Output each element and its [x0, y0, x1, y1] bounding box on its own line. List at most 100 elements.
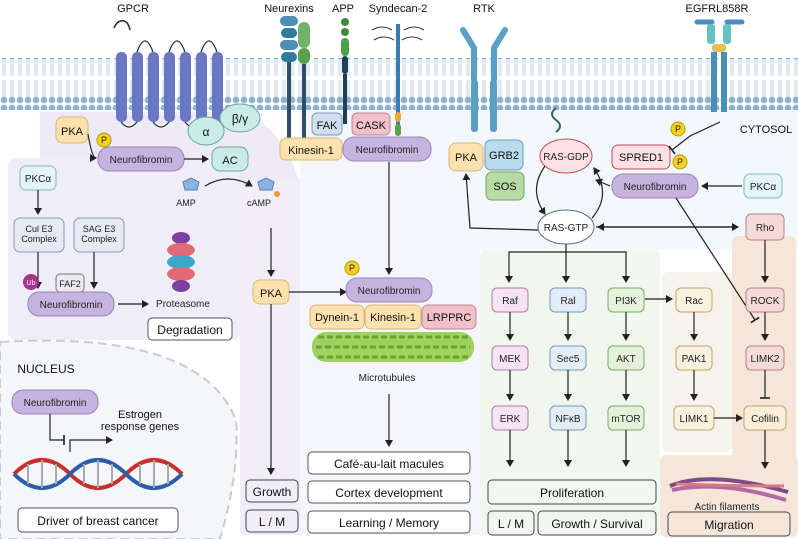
migration-label: Migration [704, 518, 753, 532]
growth-survival-outcome: Growth / Survival [537, 510, 657, 536]
rho-node: Rho [745, 213, 785, 241]
nucleus-neurofibromin-node: Neurofibromin [11, 389, 99, 415]
spred-phospho-badge: P [670, 121, 686, 137]
ras-pkca-label: PKCα [750, 182, 777, 193]
actin-label: Actin filaments [694, 502, 759, 513]
gpcr-phospho-badge: P [96, 132, 112, 148]
microtubule-icon [312, 332, 474, 362]
ras-lm-outcome: L / M [487, 510, 535, 536]
deg-neurofibromin-node: Neurofibromin [27, 291, 115, 317]
pak1-label: PAK1 [682, 354, 707, 365]
ras-gtp-node: RAS-GTP [537, 209, 595, 245]
gpcr-pka-label: PKA [61, 126, 84, 138]
ras-gdp-node: RAS-GDP [539, 138, 593, 174]
app-receptor-icon [341, 18, 349, 124]
limk2-node: LIMK2 [745, 345, 785, 371]
nfkb-label: NFκB [556, 414, 581, 425]
pka-lm-label: L / M [259, 515, 285, 529]
ac-node: AC [211, 146, 249, 172]
nucleus-neurofibromin-label: Neurofibromin [24, 398, 87, 409]
fak-label: FAK [317, 120, 338, 132]
header-neurexins: Neurexins [264, 3, 314, 15]
grb2-node: GRB2 [484, 139, 524, 171]
ub-label: Ub [27, 280, 36, 287]
growth-outcome: Growth [245, 479, 299, 503]
proteasome-icon [167, 232, 195, 292]
dynein-node: Dynein-1 [309, 304, 365, 330]
mt-kinesin-label: Kinesin-1 [370, 312, 416, 324]
rock-label: ROCK [751, 296, 780, 307]
amp-label: AMP [176, 198, 196, 208]
cask-label: CASK [356, 120, 387, 132]
lrpprc-node: LRPPRC [421, 304, 477, 330]
amp-icon: AMP [176, 177, 200, 208]
erk-label: ERK [500, 414, 521, 425]
ac-label: AC [222, 155, 237, 167]
g-alpha-node: α [187, 116, 225, 146]
egfr-inhibits-spred1 [668, 121, 721, 155]
nf-to-gdp-arrow [595, 178, 611, 187]
mt-phospho-label: P [349, 263, 355, 273]
camp-icon: cAMP [247, 177, 280, 208]
gtp-to-raf-arrow [505, 244, 567, 283]
sec5-label: Sec5 [557, 354, 580, 365]
proliferation-outcome: Proliferation [487, 479, 657, 505]
mt-phospho-badge: P [344, 260, 360, 276]
ral-node: Ral [549, 287, 587, 313]
actin-filament-icon [669, 477, 789, 502]
g-betagamma-node: β/γ [219, 103, 261, 133]
degradation-label: Degradation [157, 323, 222, 337]
header-rtk: RTK [473, 3, 495, 15]
mek-node: MEK [491, 345, 529, 371]
gdp-to-gtp-arrow [535, 165, 546, 215]
ras-neurofibromin-label: Neurofibromin [624, 182, 687, 193]
ras-neurofibromin-node: Neurofibromin [611, 173, 699, 199]
spred1-label: SPRED1 [619, 152, 663, 164]
top-neurofibromin-node: Neurofibromin [342, 136, 432, 162]
fak-node: FAK [311, 112, 343, 136]
deg-pkca-node: PKCα [19, 165, 57, 191]
breast-cancer-outcome: Driver of breast cancer [17, 507, 179, 533]
camp-label: cAMP [247, 198, 271, 208]
g-betagamma-label: β/γ [232, 112, 248, 126]
deg-pkca-label: PKCα [25, 174, 52, 185]
rac-label: Rac [685, 296, 703, 307]
outcome-learning: Learning / Memory [307, 510, 471, 534]
deg-neurofibromin-label: Neurofibromin [40, 300, 103, 311]
nucleus-label: NUCLEUS [17, 362, 74, 376]
nfkb-node: NFκB [549, 405, 587, 431]
gtp-to-pka-arrow [462, 173, 539, 231]
ras-anchor-icon [551, 107, 561, 133]
pi3k-node: PI3K [607, 287, 645, 313]
transcription-arrow [69, 436, 113, 452]
mtor-label: mTOR [611, 414, 640, 425]
header-syndecan2: Syndecan-2 [369, 3, 428, 15]
akt-node: AKT [607, 345, 645, 371]
sos-label: SOS [493, 181, 516, 193]
mt-neurofibromin-node: Neurofibromin [345, 277, 433, 303]
limk2-label: LIMK2 [751, 354, 780, 365]
limk1-label: LIMK1 [680, 414, 709, 425]
top-neurofibromin-label: Neurofibromin [356, 145, 419, 156]
grb2-label: GRB2 [489, 150, 519, 162]
nf-phospho-badge: P [672, 154, 688, 170]
raf-label: Raf [502, 296, 518, 307]
ras-pka-node: PKA [448, 142, 484, 172]
mtor-node: mTOR [607, 405, 645, 431]
ras-lm-label: L / M [498, 517, 524, 531]
g-alpha-label: α [203, 125, 210, 139]
column-pka-label: PKA [260, 288, 283, 300]
rac-node: Rac [675, 287, 713, 313]
dynein-label: Dynein-1 [315, 312, 359, 324]
ub-badge: Ub [23, 274, 39, 290]
mt-neurofibromin-label: Neurofibromin [358, 286, 421, 297]
microtubules-label: Microtubules [359, 373, 416, 384]
neurexin-receptor-icon [280, 16, 310, 140]
pka-to-neurofibromin-arrow [87, 133, 97, 162]
raf-node: Raf [491, 287, 529, 313]
